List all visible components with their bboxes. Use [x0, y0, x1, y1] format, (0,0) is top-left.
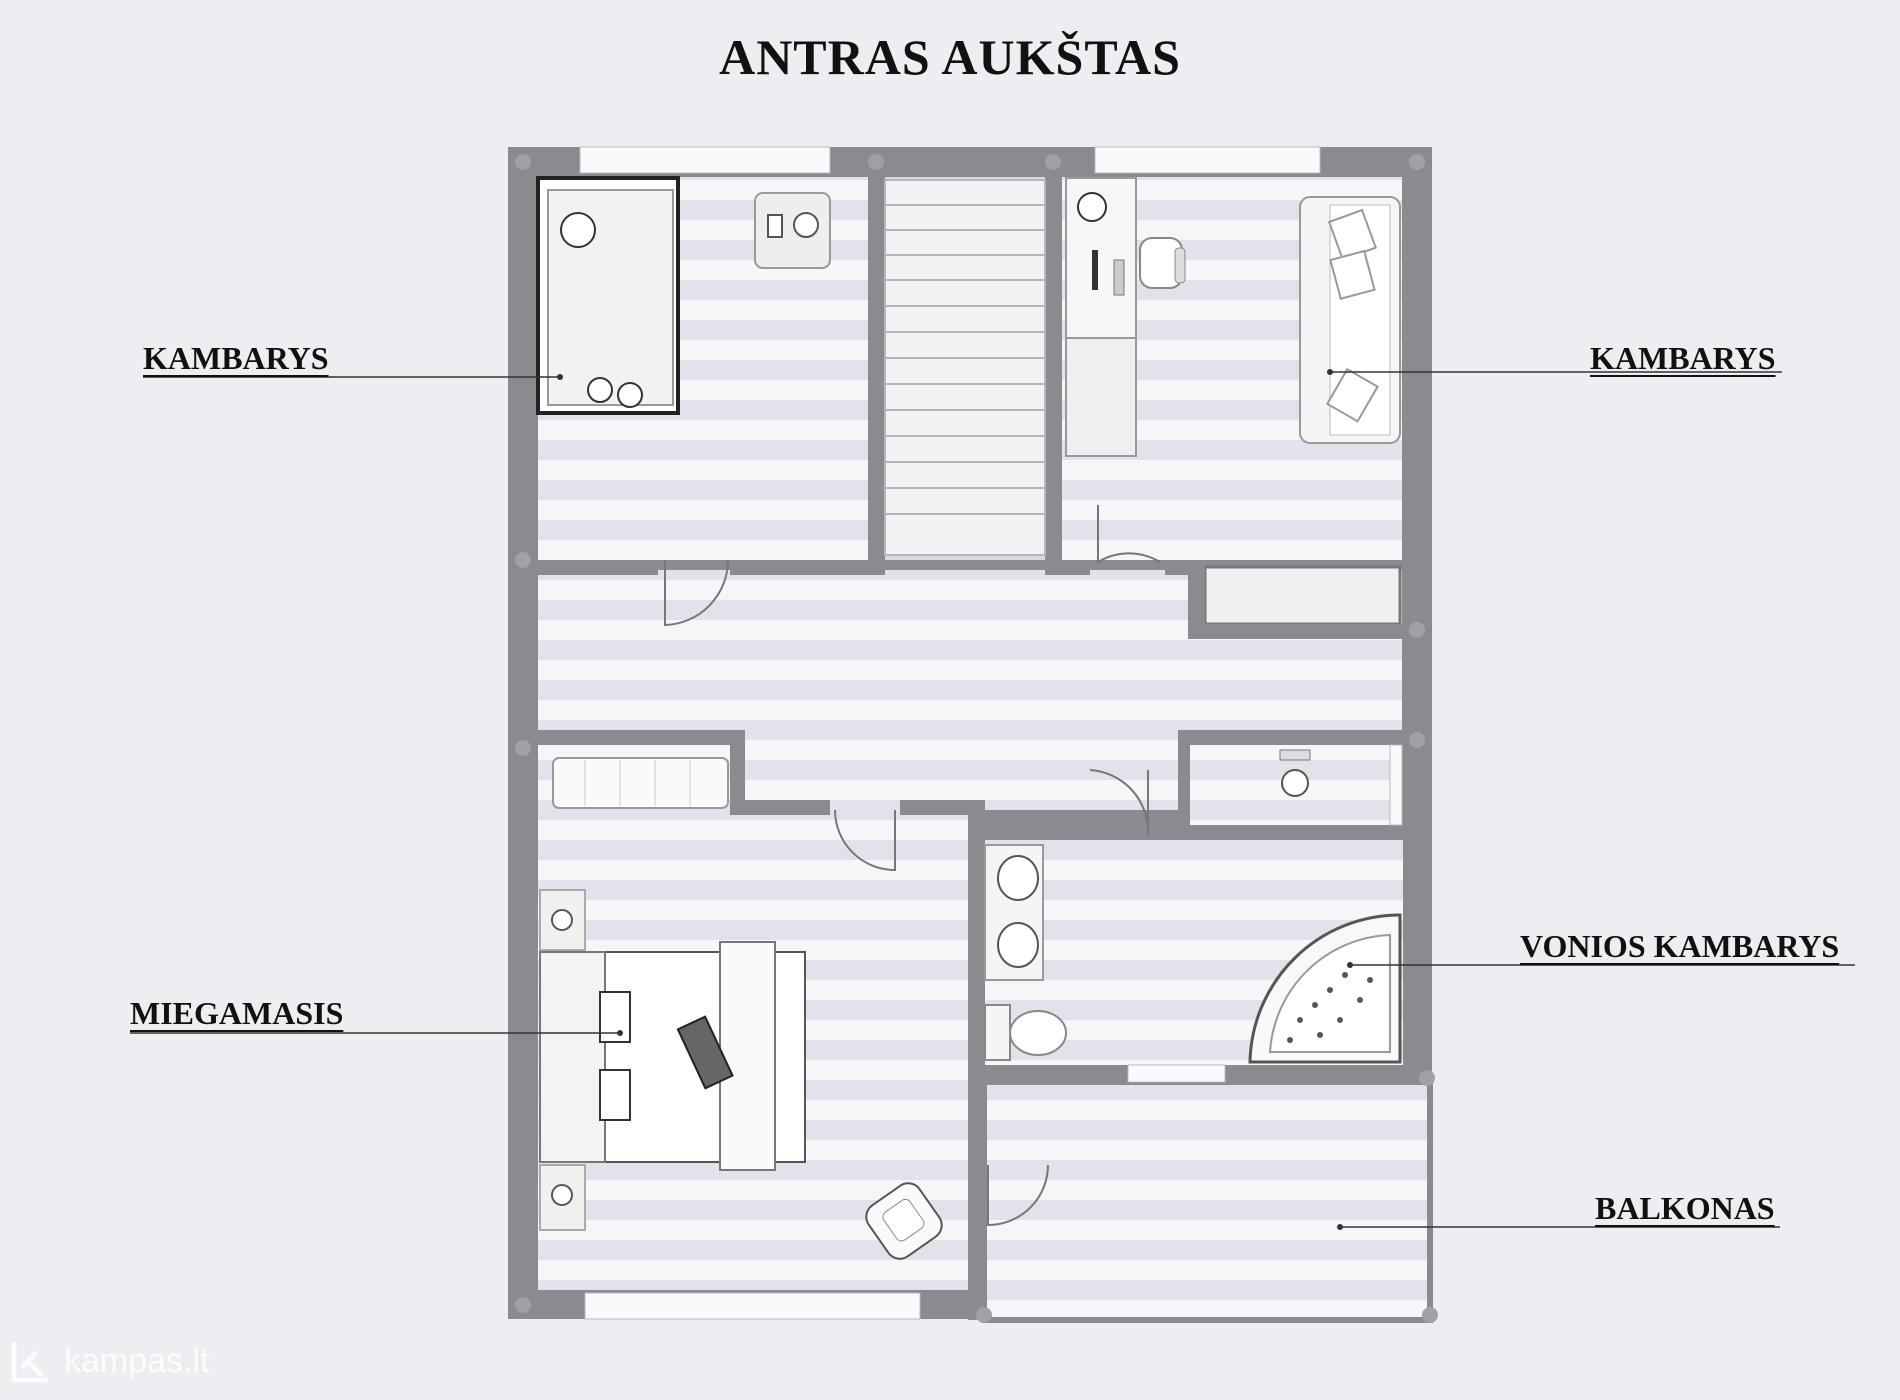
room-label-bathroom: VONIOS KAMBARYS: [1520, 928, 1840, 964]
kampas-logo-icon: [11, 1342, 48, 1383]
desk-ne: [1065, 177, 1137, 457]
window-bath: [1127, 1064, 1226, 1083]
wall-stair-right: [1045, 147, 1062, 567]
closet: [1203, 565, 1402, 626]
double-vanity: [984, 844, 1044, 981]
wall-master-top-2: [730, 730, 745, 810]
watermark: kampas.lt: [8, 1338, 210, 1384]
wall-closet-side: [1188, 560, 1205, 630]
toilet: [984, 1004, 1067, 1061]
staircase: [884, 179, 1046, 556]
wall-master-top-4: [900, 800, 985, 815]
wc-sink: [1279, 749, 1311, 797]
nightstand-master-top: [539, 889, 586, 951]
plan-title: ANTRAS AUKŠTAS: [719, 29, 1181, 85]
leader-dots: [557, 369, 1353, 1230]
bed-master: [539, 941, 806, 1171]
wall-master-right-2: [968, 1225, 985, 1320]
window-master: [584, 1292, 921, 1320]
bed-nw: [536, 176, 680, 415]
sofa-ne: [1299, 196, 1401, 444]
window-wc: [1389, 744, 1403, 826]
wall-master-top: [508, 730, 738, 745]
wall-master-right: [968, 800, 985, 1170]
room-label-master-bedroom: MIEGAMASIS: [130, 995, 344, 1031]
armchair: [865, 1182, 943, 1260]
wall-bath-bottom-2: [1225, 1065, 1432, 1082]
office-chair: [1139, 237, 1186, 289]
wall-wc-left: [1178, 730, 1190, 840]
wall-ne-bottom: [1045, 560, 1090, 575]
wall-bath-bottom: [968, 1065, 1128, 1082]
room-label-room-ne: KAMBARYS: [1590, 340, 1776, 376]
window-nw: [579, 146, 831, 174]
room-label-balcony: BALKONAS: [1595, 1190, 1775, 1226]
balcony-area: [984, 1082, 1430, 1320]
wall-wc-bottom: [1150, 825, 1418, 840]
nightstand-nw: [754, 192, 831, 269]
wall-master-top-3: [730, 800, 830, 815]
wall-closet-bottom: [1188, 624, 1418, 639]
door-swings: [664, 505, 1161, 1227]
nightstand-master-bottom: [539, 1164, 586, 1231]
window-ne: [1094, 146, 1321, 174]
wall-nw-right: [868, 147, 885, 567]
room-label-bedroom-nw: KAMBARYS: [143, 340, 329, 376]
leader-lines: [130, 371, 1855, 1228]
hall-bench: [552, 757, 729, 809]
watermark-text: kampas.lt: [64, 1341, 210, 1380]
wall-nw-bottom: [508, 560, 658, 575]
wall-bath-top: [970, 825, 1085, 840]
wall-wc-top: [1178, 730, 1418, 745]
wall-nw-bottom-2: [730, 560, 885, 575]
